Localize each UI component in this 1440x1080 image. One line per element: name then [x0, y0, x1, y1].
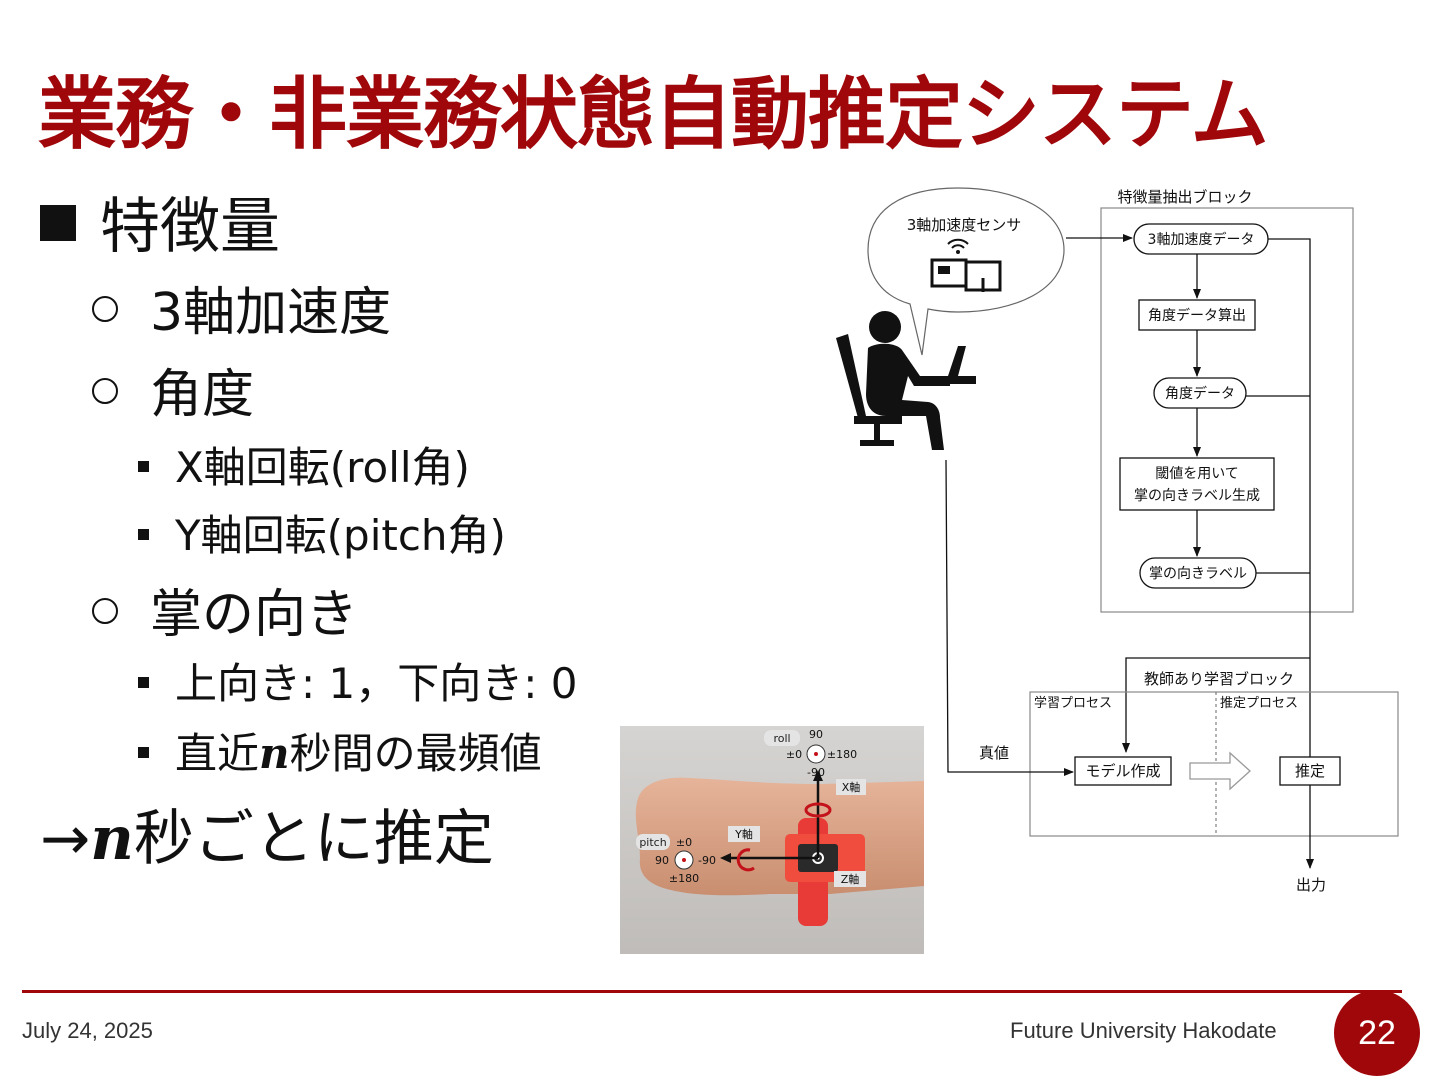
bullet-angle: 角度 [92, 352, 254, 427]
roll-pm0-label: ±0 [786, 748, 802, 761]
pitch-m90-label: -90 [698, 854, 716, 867]
small-square-bullet-icon [138, 747, 149, 758]
wrist-sensor-photo: roll 90 ±0 ±180 -90 X軸 Y軸 Z軸 pitch ±0 90… [620, 726, 924, 954]
supervised-block-frame [1029, 691, 1399, 837]
accel-data-label: 3軸加速度データ [1148, 231, 1255, 248]
angle-data-node [1153, 377, 1247, 409]
person-working-icon [836, 311, 976, 450]
estimation-node [1279, 756, 1341, 786]
output-label: 出力 [1296, 876, 1326, 894]
x-axis-label: X軸 [842, 780, 861, 794]
pitch-label: pitch [639, 836, 666, 849]
model-creation-label: モデル作成 [1085, 762, 1160, 780]
angle-calc-node [1138, 299, 1256, 331]
threshold-node [1119, 457, 1275, 511]
roll-90-label: 90 [809, 728, 823, 741]
bullet-mode: 直近n秒間の最頻値 [138, 720, 542, 781]
bullet-palm: 掌の向き [92, 572, 358, 647]
threshold-label-line2: 掌の向きラベル生成 [1134, 488, 1260, 504]
roll-label: roll [773, 732, 790, 745]
system-diagram: 3軸加速度センサ 特徴量抽出ブロック 3軸加速度データ 角度データ算出 角度デー… [836, 187, 1399, 894]
slide-title: 業務・非業務状態自動推定システム [38, 70, 1269, 160]
bullet-accel: 3軸加速度 [92, 270, 391, 345]
bullet-roll: X軸回転(roll角) [138, 434, 470, 495]
supervised-block-label: 教師あり学習ブロック [1144, 670, 1294, 688]
pitch-90-label: 90 [655, 854, 669, 867]
feature-block-frame [1100, 207, 1354, 613]
angle-data-label: 角度データ [1165, 385, 1235, 402]
bullet-features: 特徴量 [40, 178, 280, 265]
process-flow-arrow-icon [1189, 751, 1251, 791]
page-number-badge: 22 [1334, 990, 1420, 1076]
threshold-label-line1: 閾値を用いて [1155, 466, 1239, 482]
estimation-process-label: 推定プロセス [1220, 696, 1298, 711]
circle-bullet-icon [92, 378, 118, 404]
z-axis-label: Z軸 [841, 872, 860, 886]
pitch-pm180-label: ±180 [669, 872, 699, 885]
circle-bullet-icon [92, 598, 118, 624]
sensor-device-icon [930, 238, 1002, 292]
learning-process-label: 学習プロセス [1034, 695, 1112, 711]
model-creation-node [1074, 756, 1172, 786]
sensor-label: 3軸加速度センサ [907, 216, 1022, 234]
small-square-bullet-icon [138, 677, 149, 688]
roll-m90-label: -90 [807, 766, 825, 779]
bullet-pitch: Y軸回転(pitch角) [138, 502, 506, 563]
truth-label: 真値 [979, 744, 1009, 762]
footer-affiliation: Future University Hakodate [1010, 1018, 1277, 1043]
palm-label-text: 掌の向きラベル [1149, 566, 1247, 582]
small-square-bullet-icon [138, 529, 149, 540]
footer-date: July 24, 2025 [22, 1018, 153, 1043]
footer-divider [22, 990, 1402, 993]
small-square-bullet-icon [138, 461, 149, 472]
circle-bullet-icon [92, 296, 118, 322]
pitch-pm0-label: ±0 [676, 836, 692, 849]
square-bullet-icon [40, 205, 76, 241]
feature-block-label: 特徴量抽出ブロック [1117, 188, 1252, 206]
angle-calc-label: 角度データ算出 [1148, 307, 1246, 324]
estimation-label: 推定 [1295, 762, 1325, 780]
conclusion: →n秒ごとに推定 [40, 804, 494, 874]
bullet-palm-values: 上向き: 1，下向き: 0 [138, 650, 577, 711]
roll-pm180-label: ±180 [827, 748, 857, 761]
y-axis-label: Y軸 [734, 827, 753, 841]
